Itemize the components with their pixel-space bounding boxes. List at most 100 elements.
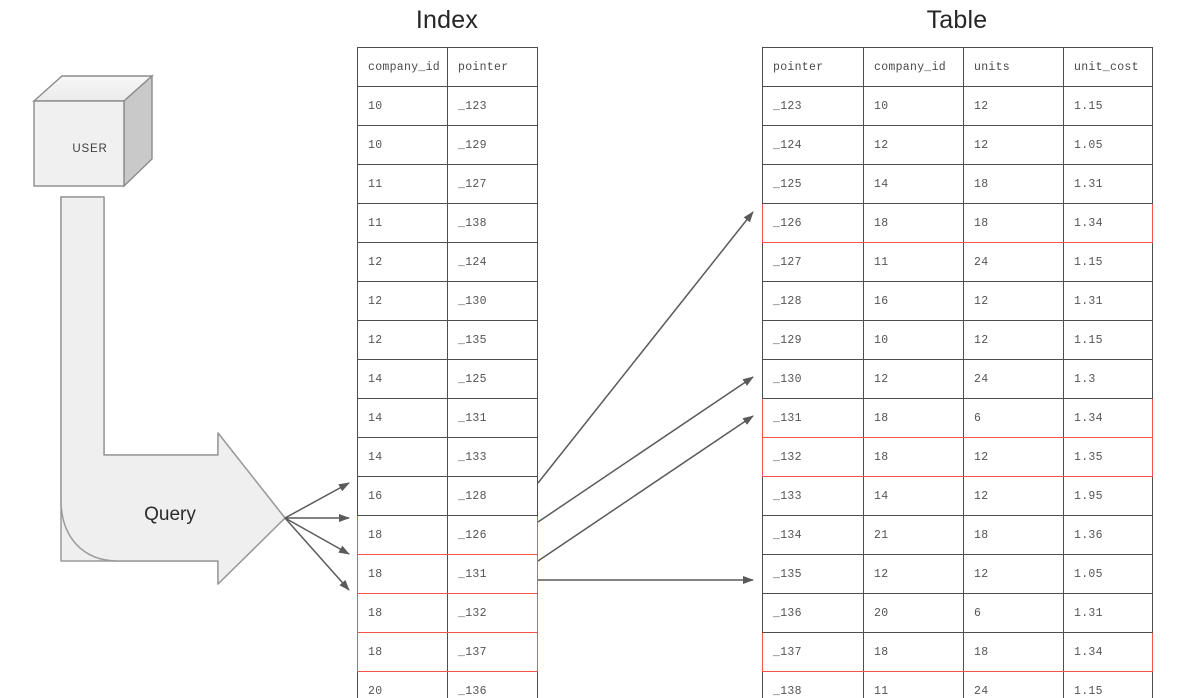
table-col-company-id: company_id	[863, 47, 964, 87]
table-cell-pointer: _132	[762, 437, 864, 477]
user-cube-icon	[32, 74, 154, 188]
index-cell-company-id: 12	[357, 320, 448, 360]
index-title: Index	[415, 6, 479, 34]
index-cell-company-id: 18	[357, 593, 448, 633]
table-cell-unit-cost: 1.35	[1063, 437, 1153, 477]
index-row: 11_127	[357, 164, 538, 204]
table-cell-units: 12	[963, 86, 1064, 126]
index-cell-pointer: _127	[447, 164, 538, 204]
index-cell-pointer: _133	[447, 437, 538, 477]
index-cell-pointer: _131	[447, 398, 538, 438]
table-cell-unit-cost: 1.36	[1063, 515, 1153, 555]
table-cell-unit-cost: 1.34	[1063, 398, 1153, 438]
table-cell-company-id: 18	[863, 632, 964, 672]
table-cell-units: 12	[963, 554, 1064, 594]
table-cell-pointer: _137	[762, 632, 864, 672]
index-row: 18_126	[357, 515, 538, 555]
table-cell-pointer: _138	[762, 671, 864, 698]
table-cell-unit-cost: 1.34	[1063, 203, 1153, 243]
index-row: 12_124	[357, 242, 538, 282]
index-cell-company-id: 11	[357, 203, 448, 243]
user-cube-label: USER	[72, 143, 108, 155]
table-cell-units: 24	[963, 671, 1064, 698]
query-to-index-arrows	[284, 482, 350, 591]
index-cell-company-id: 18	[357, 515, 448, 555]
table-cell-units: 6	[963, 398, 1064, 438]
index-cell-pointer: _123	[447, 86, 538, 126]
index-cell-pointer: _129	[447, 125, 538, 165]
index-cell-pointer: _128	[447, 476, 538, 516]
table-cell-company-id: 18	[863, 437, 964, 477]
table-col-pointer: pointer	[762, 47, 864, 87]
index-cell-company-id: 14	[357, 398, 448, 438]
table-col-unit-cost: unit_cost	[1063, 47, 1153, 87]
index-cell-company-id: 11	[357, 164, 448, 204]
table-col-units: units	[963, 47, 1064, 87]
table-cell-company-id: 12	[863, 125, 964, 165]
index-row: 12_135	[357, 320, 538, 360]
table-cell-company-id: 21	[863, 515, 964, 555]
table-cell-unit-cost: 1.15	[1063, 242, 1153, 282]
index-cell-company-id: 18	[357, 632, 448, 672]
table-cell-company-id: 18	[863, 398, 964, 438]
index-cell-company-id: 14	[357, 359, 448, 399]
table-cell-units: 18	[963, 203, 1064, 243]
index-to-table-arrows	[537, 211, 754, 584]
table-cell-units: 18	[963, 164, 1064, 204]
table-cell-unit-cost: 1.31	[1063, 281, 1153, 321]
index-row: 14_125	[357, 359, 538, 399]
index-cell-company-id: 14	[357, 437, 448, 477]
table-cell-unit-cost: 1.15	[1063, 671, 1153, 698]
table-cell-units: 24	[963, 242, 1064, 282]
table-cell-unit-cost: 1.15	[1063, 320, 1153, 360]
index-cell-pointer: _135	[447, 320, 538, 360]
index-cell-company-id: 10	[357, 86, 448, 126]
index-cell-company-id: 18	[357, 554, 448, 594]
index-row: 12_130	[357, 281, 538, 321]
table-cell-units: 24	[963, 359, 1064, 399]
table-cell-company-id: 10	[863, 320, 964, 360]
table-cell-pointer: _126	[762, 203, 864, 243]
table-cell-company-id: 14	[863, 476, 964, 516]
table-cell-pointer: _128	[762, 281, 864, 321]
table-header-row: pointer company_id units unit_cost	[762, 47, 1153, 87]
table-cell-units: 12	[963, 437, 1064, 477]
index-cell-company-id: 20	[357, 671, 448, 698]
table-cell-pointer: _125	[762, 164, 864, 204]
table-cell-units: 18	[963, 632, 1064, 672]
table-cell-units: 12	[963, 125, 1064, 165]
index-col-pointer: pointer	[447, 47, 538, 87]
table-cell-unit-cost: 1.34	[1063, 632, 1153, 672]
table-cell-pointer: _123	[762, 86, 864, 126]
index-header-row: company_id pointer	[357, 47, 538, 87]
table-cell-unit-cost: 1.15	[1063, 86, 1153, 126]
index-cell-company-id: 10	[357, 125, 448, 165]
table-cell-company-id: 12	[863, 359, 964, 399]
index-cell-company-id: 16	[357, 476, 448, 516]
index-row: 16_128	[357, 476, 538, 516]
table-cell-pointer: _134	[762, 515, 864, 555]
table-cell-pointer: _135	[762, 554, 864, 594]
index-cell-pointer: _136	[447, 671, 538, 698]
table-cell-units: 12	[963, 281, 1064, 321]
index-row: 10_123	[357, 86, 538, 126]
index-cell-pointer: _131	[447, 554, 538, 594]
index-cell-pointer: _124	[447, 242, 538, 282]
index-row: 20_136	[357, 671, 538, 698]
table-cell-units: 6	[963, 593, 1064, 633]
index-row: 18_137	[357, 632, 538, 672]
table-cell-units: 12	[963, 320, 1064, 360]
query-arrow-label: Query	[144, 504, 196, 525]
table-cell-company-id: 12	[863, 554, 964, 594]
index-cell-pointer: _125	[447, 359, 538, 399]
